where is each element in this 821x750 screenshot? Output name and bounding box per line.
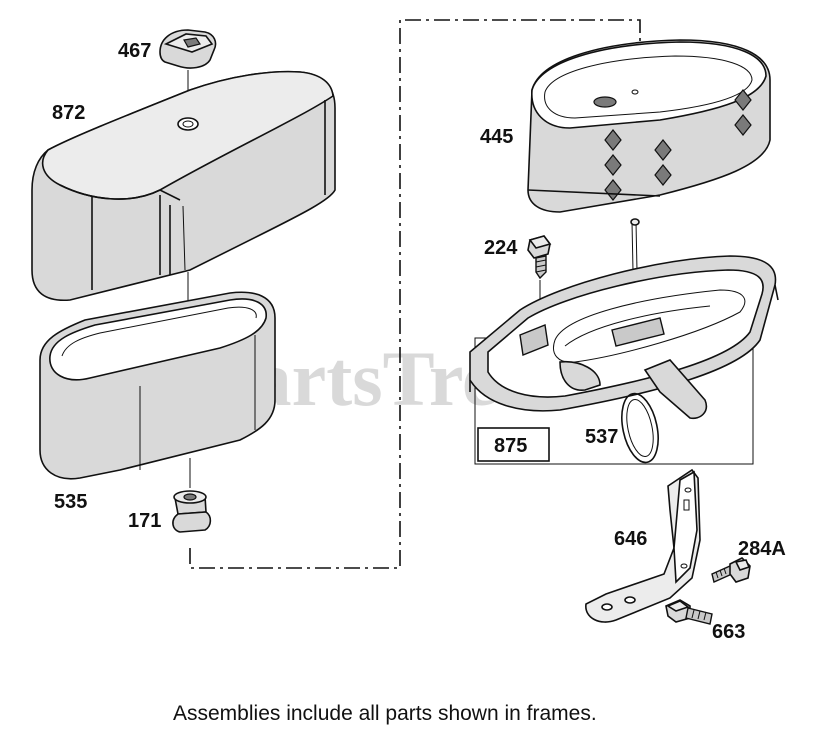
assemblies-footnote: Assemblies include all parts shown in fr… bbox=[173, 702, 597, 725]
part-284a-bolt bbox=[711, 557, 751, 583]
part-445-filter bbox=[527, 39, 771, 213]
part-535-precleaner bbox=[39, 291, 276, 480]
part-label-445: 445 bbox=[480, 126, 513, 148]
part-label-663: 663 bbox=[712, 621, 745, 643]
part-537-oring bbox=[621, 392, 659, 464]
part-646-bracket bbox=[585, 468, 701, 623]
part-label-224: 224 bbox=[484, 237, 518, 259]
part-label-535: 535 bbox=[54, 491, 87, 513]
part-label-284a: 284A bbox=[738, 538, 786, 560]
part-663-bolt bbox=[665, 599, 713, 625]
part-label-875: 875 bbox=[494, 435, 527, 457]
part-875-base-assembly bbox=[469, 218, 779, 465]
part-label-537: 537 bbox=[585, 426, 618, 448]
part-label-171: 171 bbox=[128, 510, 161, 532]
filter-pleat-pattern bbox=[604, 89, 752, 201]
part-label-467: 467 bbox=[118, 40, 151, 62]
part-label-872: 872 bbox=[52, 102, 85, 124]
part-label-646: 646 bbox=[614, 528, 647, 550]
part-872-cover bbox=[31, 70, 336, 301]
assembly-connector-line bbox=[189, 19, 641, 569]
part-171-grommet bbox=[172, 490, 212, 533]
